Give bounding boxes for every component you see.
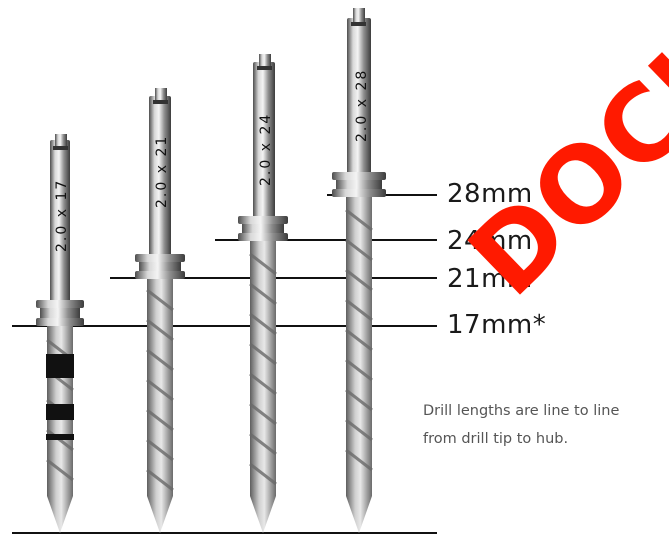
note-line-2: from drill tip to hub.: [423, 431, 569, 447]
reference-lines: [12, 194, 437, 534]
drill-2x21: [135, 88, 185, 533]
size-label-24: 2.0 x 24: [258, 113, 274, 186]
drill-length-note-2: from drill tip to hub.: [423, 432, 568, 447]
size-label-21: 2.0 x 21: [154, 135, 170, 208]
drill-length-note: Drill lengths are line to line: [423, 404, 619, 419]
length-label-28: 28mm: [447, 179, 533, 209]
length-label-17: 17mm*: [447, 310, 547, 340]
drill-2x24: [238, 54, 288, 533]
size-label-28: 2.0 x 28: [354, 69, 370, 142]
length-label-24: 24mm: [447, 226, 533, 256]
drill-2x17: [36, 134, 84, 533]
length-label-21: 21mm: [447, 264, 533, 294]
size-label-17: 2.0 x 17: [54, 179, 70, 252]
note-line-1: Drill lengths are line to line: [423, 403, 620, 419]
drill-2x28: [332, 8, 386, 533]
